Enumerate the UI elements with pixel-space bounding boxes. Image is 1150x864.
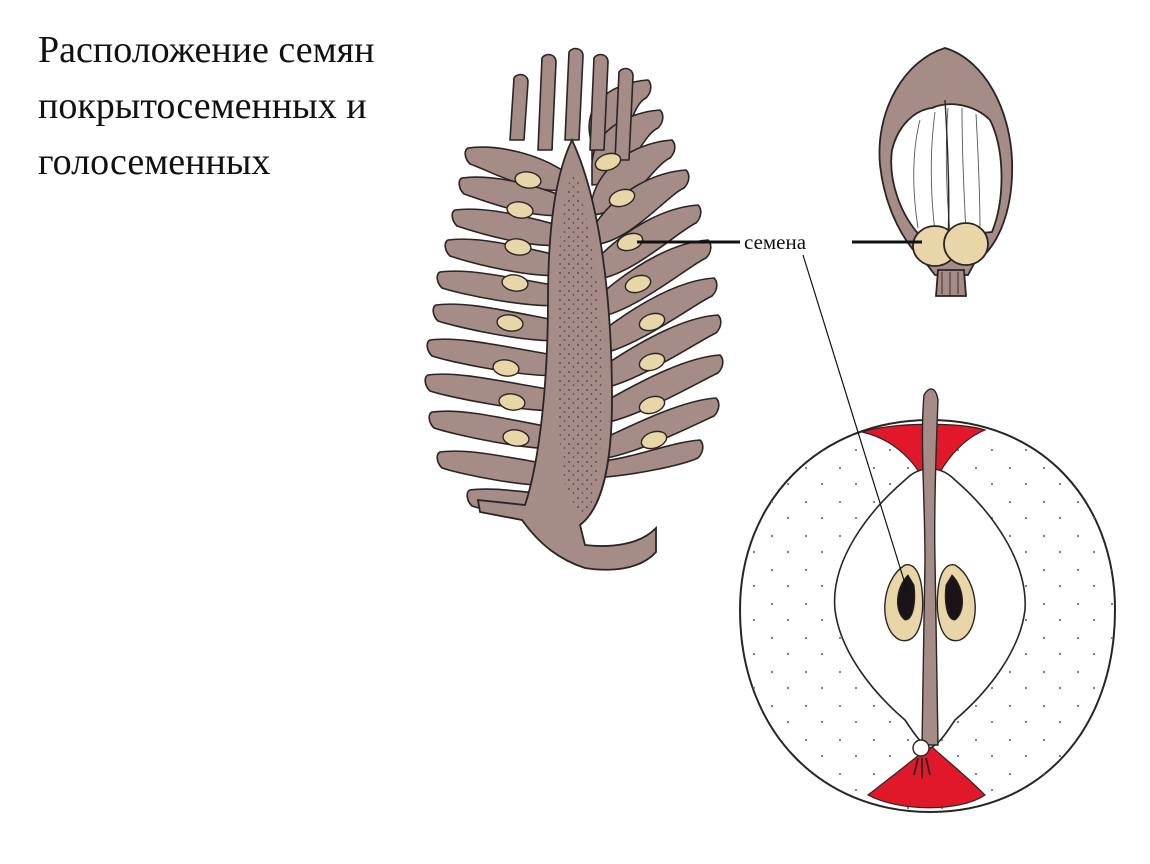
seed-label-group: семена [637, 230, 922, 591]
seeds-label: семена [744, 230, 807, 254]
cone-scale-with-seeds-icon [878, 47, 1013, 297]
pine-cone-section-icon [424, 47, 724, 571]
diagram-title: Расположение семян покрытосеменных и гол… [38, 29, 375, 183]
apple-cross-section-icon [738, 388, 1117, 814]
